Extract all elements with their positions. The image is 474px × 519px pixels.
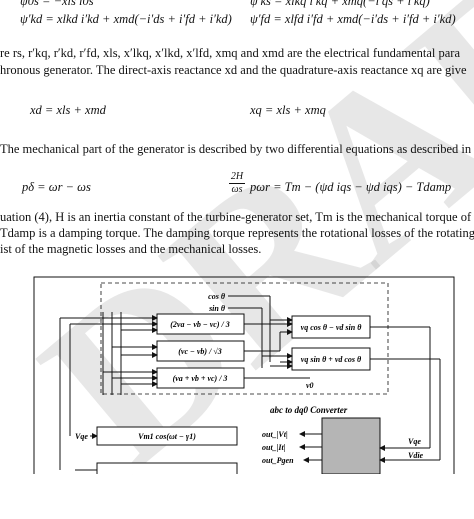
bottom-block	[96, 462, 238, 474]
sin-theta-label: sin θ	[208, 304, 226, 313]
converter-title: abc to dq0 Converter	[270, 405, 348, 415]
para3-line1: uation (4), H is an inertia constant of …	[0, 210, 472, 224]
eq-psiks: ψ′ks = xlkq i′kq + xmq(−i′qs + i′kq)	[250, 0, 430, 8]
para1-line1: re rs, r′kq, r′kd, r′fd, xls, x′lkq, x′l…	[0, 46, 461, 60]
converter-dashed-frame	[100, 282, 389, 395]
generator-block	[321, 417, 381, 474]
block-zero-label: (va + vb + vc) / 3	[173, 374, 228, 383]
eq-xd: xd = xls + xmd	[30, 103, 106, 117]
eq-xq: xq = xls + xmq	[250, 103, 326, 117]
para3-line3: ist of the magnetic losses and the mecha…	[0, 242, 262, 256]
vdie-input-label: Vdie	[408, 451, 424, 460]
eq-swing-rhs: pωr = Tm − (ψd iqs − ψd iqs) − Tdamp	[250, 180, 452, 194]
converter-diagram: cos θ sin θ (2va − vb − vc) / 3 (vc − vb…	[33, 276, 455, 474]
para1-line2: hronous generator. The direct-axis react…	[0, 63, 467, 77]
vqe-label: Vqe	[75, 432, 88, 441]
eq-swing-num: 2H	[230, 171, 244, 182]
source-block	[96, 426, 238, 446]
eq-pdelta: pδ = ωr − ωs	[22, 180, 91, 194]
block-beta-label: (vc − vb) / √3	[178, 347, 221, 356]
eq-psikd: ψ′kd = xlkd i′kd + xmd(−i′ds + i′fd + i′…	[20, 12, 232, 26]
source-block-label: Vm1 cos(ωt − γ1)	[138, 432, 196, 441]
para2: The mechanical part of the generator is …	[0, 142, 472, 156]
out-p-label: out_Pgen	[262, 456, 294, 465]
block-vq-label: vq cos θ − vd sin θ	[301, 323, 363, 332]
diagram-outer-frame	[33, 276, 455, 474]
eq-psifd: ψ′fd = xlfd i′fd + xmd(−i′ds + i′fd + i′…	[250, 12, 456, 26]
eq-swing-fraction-bar	[229, 183, 245, 184]
para3-line2: Tdamp is a damping torque. The damping t…	[0, 226, 474, 240]
out-i-label: out_|It|	[262, 443, 286, 452]
eq-swing-den: ωs	[231, 184, 243, 195]
block-vd-label: vq sin θ + vd cos θ	[301, 355, 362, 364]
vqe-input-label: Vqe	[408, 437, 421, 446]
v0-label: v0	[306, 381, 314, 390]
block-alpha-label: (2va − vb − vc) / 3	[170, 320, 229, 329]
out-v-label: out_|Vt|	[262, 430, 288, 439]
cos-theta-label: cos θ	[208, 292, 226, 301]
eq-psi0s: ψ0s = −xls i0s	[20, 0, 94, 8]
